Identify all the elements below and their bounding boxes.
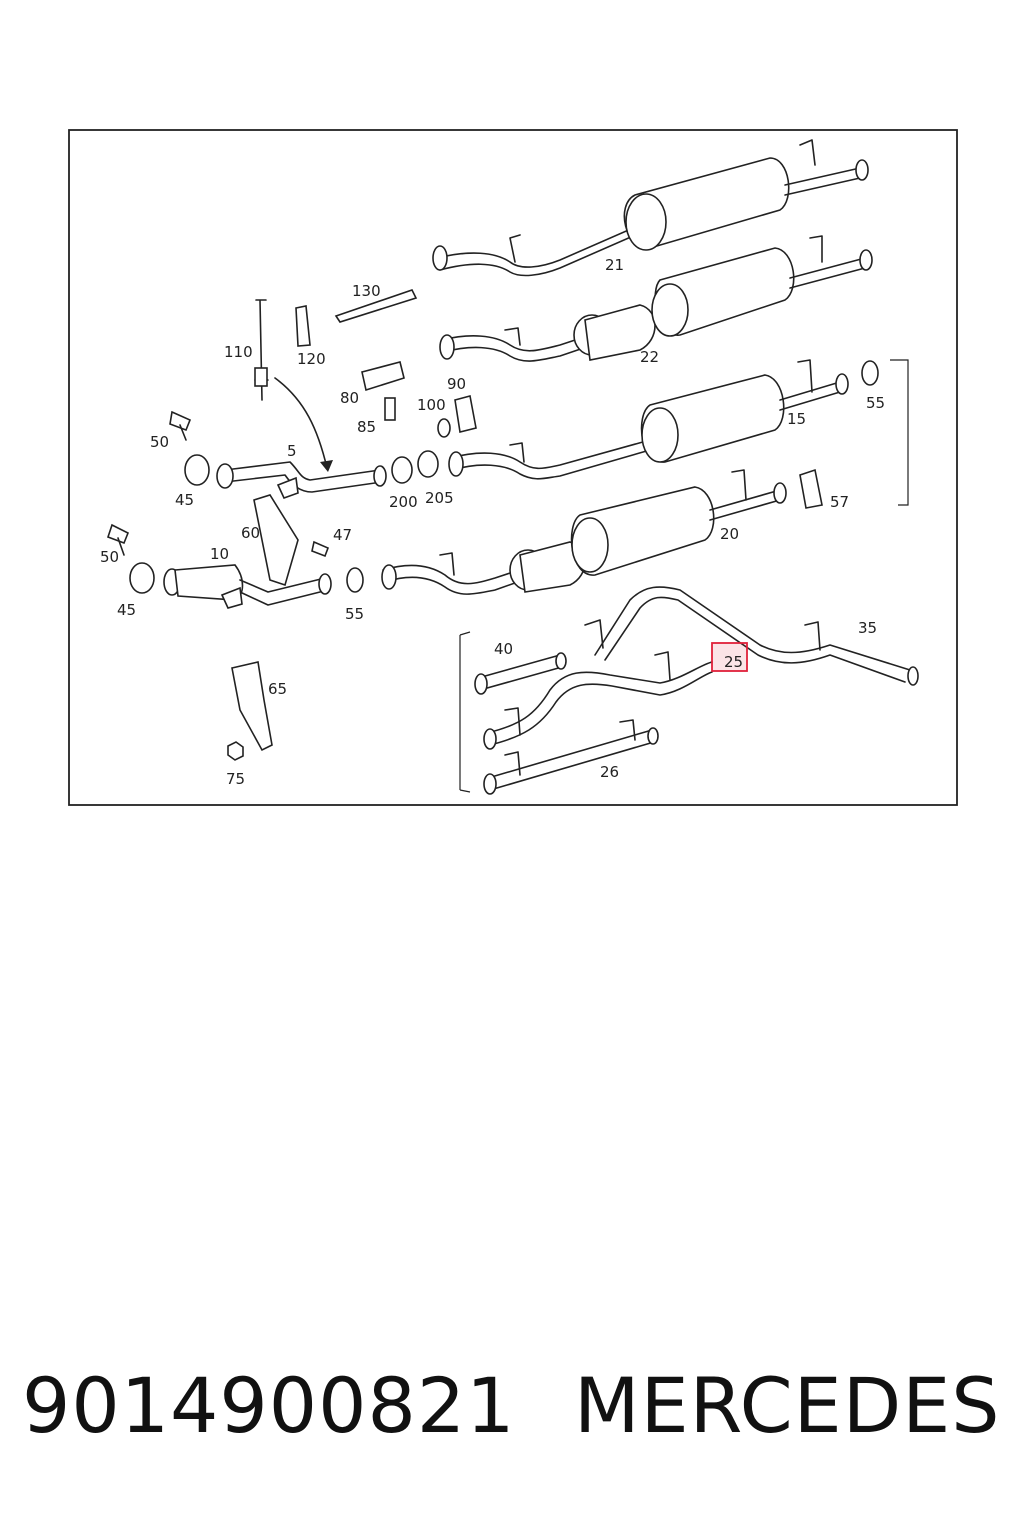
part-label-22: 22 — [640, 348, 659, 366]
part-label-15: 15 — [787, 410, 806, 428]
part-label-40: 40 — [494, 640, 513, 658]
part-number: 9014900821 — [22, 1361, 516, 1450]
front-pipe-10 — [163, 564, 332, 609]
part-label-45-lower: 45 — [117, 601, 136, 619]
part-label-47: 47 — [333, 526, 352, 544]
part-label-55-upper: 55 — [866, 394, 885, 412]
part-label-85: 85 — [357, 418, 376, 436]
part-label-130: 130 — [352, 282, 381, 300]
part-label-45-upper: 45 — [175, 491, 194, 509]
pipe-group-lower — [474, 586, 919, 795]
part-label-120: 120 — [297, 350, 326, 368]
part-label-10: 10 — [210, 545, 229, 563]
part-label-200: 200 — [389, 493, 418, 511]
part-label-35: 35 — [858, 619, 877, 637]
part-label-100: 100 — [417, 396, 446, 414]
muffler-assembly-20 — [381, 469, 787, 595]
part-label-110: 110 — [224, 343, 253, 361]
muffler-assembly-22 — [439, 235, 873, 362]
small-hardware — [106, 289, 879, 761]
group-bracket-lower — [459, 631, 471, 793]
part-label-90: 90 — [447, 375, 466, 393]
part-label-21: 21 — [605, 256, 624, 274]
part-label-57: 57 — [830, 493, 849, 511]
part-label-80: 80 — [340, 389, 359, 407]
front-pipe-5 — [216, 461, 387, 499]
part-label-50-lower: 50 — [100, 548, 119, 566]
brand-name: MERCEDES — [574, 1361, 1001, 1450]
part-label-65: 65 — [268, 680, 287, 698]
part-label-26: 26 — [600, 763, 619, 781]
part-label-55-lower: 55 — [345, 605, 364, 623]
diagram-frame — [68, 129, 958, 806]
highlight-box-25 — [711, 642, 748, 672]
muffler-assembly-21 — [432, 139, 869, 277]
part-label-50-upper: 50 — [150, 433, 169, 451]
part-label-75: 75 — [226, 770, 245, 788]
group-bracket-upper — [890, 359, 909, 506]
part-labels: 21 130 22 110 120 80 90 100 55 85 15 50 … — [100, 256, 885, 788]
part-label-20: 20 — [720, 525, 739, 543]
part-label-5: 5 — [287, 442, 297, 460]
part-label-205: 205 — [425, 489, 454, 507]
part-label-60: 60 — [241, 524, 260, 542]
part-label-25: 25 — [724, 653, 743, 671]
muffler-assembly-15 — [448, 359, 849, 480]
